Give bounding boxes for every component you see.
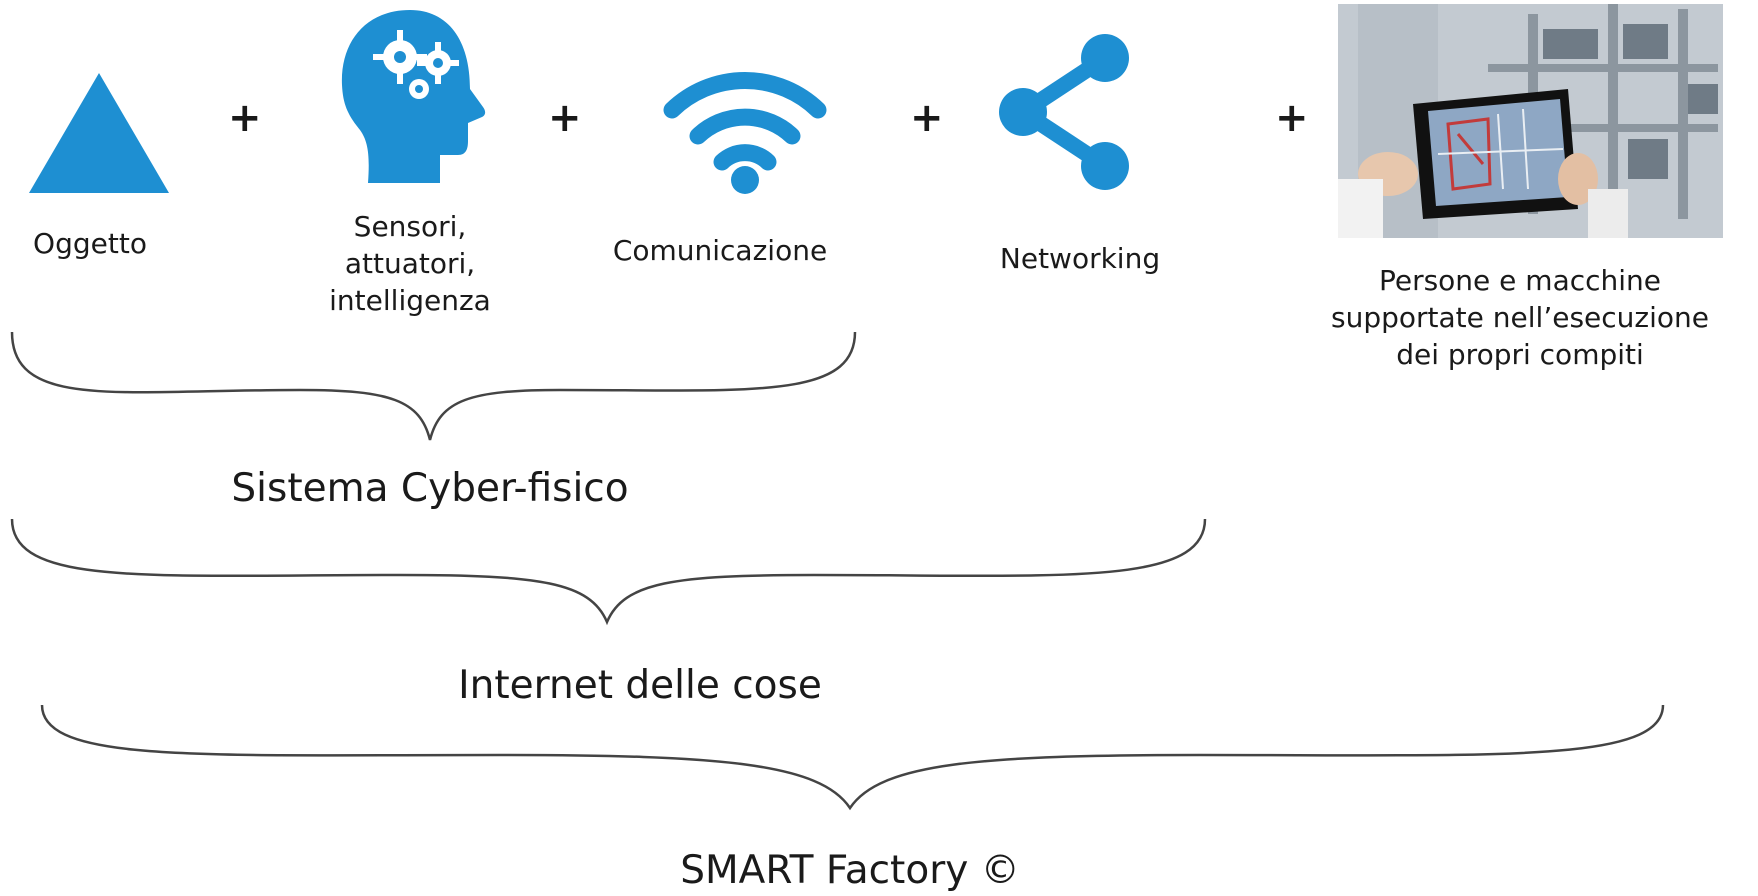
wifi-icon <box>663 72 827 194</box>
label-line: intelligenza <box>329 284 491 317</box>
plus-sign-4: + <box>1275 95 1309 141</box>
label-comunicazione: Comunicazione <box>612 234 828 267</box>
label-sensori: Sensori, attuatori, intelligenza <box>300 208 520 319</box>
head-gears-icon <box>341 10 486 183</box>
share-icon <box>999 34 1129 190</box>
label-persone: Persone e macchine supportate nell’esecu… <box>1290 262 1750 373</box>
triangle-icon <box>29 73 169 193</box>
label-networking: Networking <box>999 242 1161 275</box>
label-line: attuatori, <box>344 247 476 280</box>
label-oggetto: Oggetto <box>33 227 147 260</box>
group-label-internet-cose: Internet delle cose <box>458 663 822 708</box>
brace-smart-factory <box>40 704 1665 811</box>
group-label-smart-factory: SMART Factory © <box>680 848 1020 893</box>
brace-internet-cose <box>10 518 1207 626</box>
label-line: Persone e macchine <box>1378 264 1662 297</box>
plus-sign-1: + <box>228 95 262 141</box>
label-line: supportate nell’esecuzione <box>1331 301 1709 334</box>
group-label-cyber-fisico: Sistema Cyber-fisico <box>231 466 629 511</box>
plus-sign-3: + <box>910 95 944 141</box>
label-line: Sensori, <box>353 210 467 243</box>
tablet-factory-photo <box>1338 4 1723 238</box>
label-line: dei propri compiti <box>1396 338 1644 371</box>
brace-cyber-fisico <box>10 331 857 441</box>
plus-sign-2: + <box>548 95 582 141</box>
